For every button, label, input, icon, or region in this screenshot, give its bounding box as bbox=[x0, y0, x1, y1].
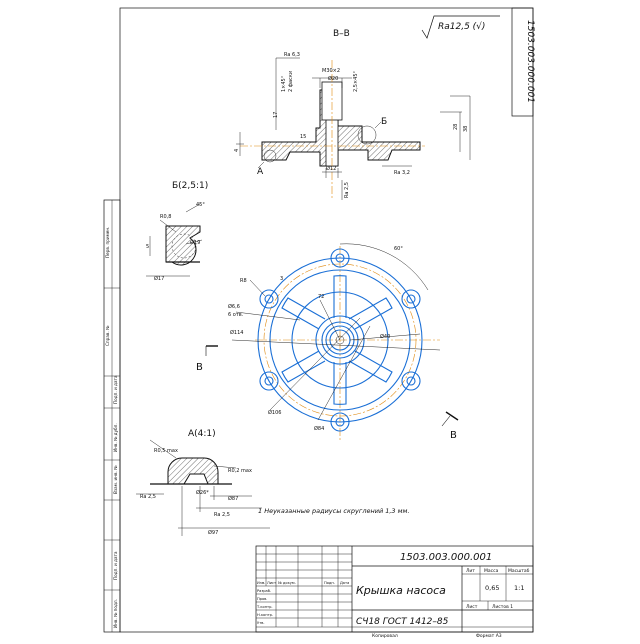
section-arrow-left: В bbox=[196, 345, 218, 373]
detail-a-view: R0,5 max R0,2 max Ra 2,5 Ø26* Ø87 Ra 2,5… bbox=[136, 439, 270, 536]
detail-b-w5: 5 bbox=[146, 244, 149, 250]
side-label-1: Перв. примен. bbox=[105, 227, 110, 258]
tb-mass: 0,65 bbox=[485, 584, 499, 592]
tb-lit-header: Лит bbox=[466, 568, 475, 574]
dim-d20: Ø20 bbox=[328, 75, 338, 82]
tb-row-sign: Подп. bbox=[324, 581, 335, 585]
dim-ra63: Ra 6,3 bbox=[284, 52, 300, 58]
side-label-7: Инв. № подл. bbox=[113, 599, 118, 628]
tb-copied: Копировал bbox=[372, 633, 398, 639]
title-block: 1503.003.000.001 Крышка насоса СЧ18 ГОСТ… bbox=[255, 545, 534, 639]
tb-row-date: Дата bbox=[340, 581, 349, 585]
tb-name: Крышка насоса bbox=[356, 584, 446, 597]
detail-a-a: R0,5 max bbox=[154, 448, 178, 454]
detail-a-ra2: Ra 2,5 bbox=[214, 512, 230, 518]
detail-a-d: Ø26* bbox=[196, 489, 209, 496]
plan-d114: Ø114 bbox=[230, 329, 243, 336]
side-label-6: Подп. и дата bbox=[113, 551, 118, 580]
dim-d12: Ø12 bbox=[326, 165, 336, 172]
tb-sheets: Листов 1 bbox=[492, 604, 513, 610]
detail-b-d19: Ø19 bbox=[190, 239, 200, 246]
detail-b-r08: R0,8 bbox=[160, 214, 171, 220]
plan-lugs bbox=[259, 248, 421, 432]
plan-r8: R8 bbox=[240, 278, 247, 284]
detail-b-label: Б(2,5:1) bbox=[172, 181, 208, 191]
plan-d84: Ø84 bbox=[314, 425, 324, 432]
detail-b-view: R0,8 45° 5 Ø19 Ø17 bbox=[146, 202, 205, 282]
dim-depth: 2 фаски bbox=[288, 71, 294, 92]
dim-chamfer1: 1×45° bbox=[281, 75, 287, 92]
plan-holes-count: 6 отв. bbox=[228, 312, 244, 318]
plan-d40: Ø40 bbox=[380, 333, 390, 340]
tb-scale: 1:1 bbox=[514, 584, 524, 592]
dim-h28: 28 bbox=[453, 124, 459, 130]
section-hatch-flange bbox=[261, 89, 421, 167]
plan-angle60: 60° bbox=[394, 246, 403, 252]
section-detail-b-ring bbox=[357, 125, 377, 145]
tb-role-5: Утв. bbox=[257, 621, 265, 625]
tb-role-4: Н.контр. bbox=[257, 613, 273, 617]
general-note: 1 Неуказанные радиусы скруглений 1,3 мм. bbox=[258, 507, 410, 515]
detail-a-ra: Ra 2,5 bbox=[140, 494, 156, 500]
dim-m30: M30×2 bbox=[322, 68, 340, 74]
detail-a-label: А(4:1) bbox=[188, 429, 216, 439]
side-strip-labels: Перв. примен. Справ. № Подп. и дата Инв.… bbox=[105, 227, 118, 628]
side-label-4: Инв. № дубл. bbox=[113, 423, 118, 452]
section-mark-b: Б bbox=[381, 117, 387, 127]
tb-format: Формат А3 bbox=[476, 633, 502, 639]
section-view: Б А Ra 6,3 M30×2 Ø20 1×45° 2 фаски 2,5×4… bbox=[234, 52, 471, 200]
dim-r5: 15 bbox=[300, 134, 306, 140]
dim-h4: 4 bbox=[234, 149, 240, 152]
detail-a-b: R0,2 max bbox=[228, 468, 252, 474]
plan-r72: 72 bbox=[318, 294, 324, 300]
side-label-3: Подп. и дата bbox=[113, 375, 118, 404]
detail-a-e: Ø87 bbox=[228, 495, 238, 502]
plan-view: 60° R8 3 Ø6,6 6 отв. Ø114 72 Ø40 Ø106 Ø8… bbox=[196, 243, 459, 441]
section-arrow-right: В bbox=[441, 411, 459, 441]
section-mark-a: А bbox=[257, 167, 264, 177]
tb-mass-header: Масса bbox=[484, 568, 499, 574]
arrow-right-label: В bbox=[450, 430, 457, 441]
side-label-5: Взам. инв. № bbox=[113, 465, 118, 494]
plan-holes: Ø6,6 bbox=[228, 303, 240, 310]
dim-chamfer2: 2,5×45° bbox=[353, 70, 359, 92]
tb-role-2: Пров. bbox=[257, 597, 267, 601]
tb-material: СЧ18 ГОСТ 1412–85 bbox=[356, 617, 449, 627]
section-detail-a-ring bbox=[263, 149, 277, 163]
tb-row-izm: Изм. bbox=[257, 581, 265, 585]
dim-ra32: Ra 3,2 bbox=[394, 170, 410, 176]
arrow-left-label: В bbox=[196, 362, 203, 373]
tb-scale-header: Масштаб bbox=[508, 568, 530, 574]
section-label: В–В bbox=[333, 29, 350, 39]
tb-code: 1503.003.000.001 bbox=[400, 552, 492, 563]
tb-row-doc: № докум. bbox=[278, 581, 296, 585]
tb-role-3: Т.контр. bbox=[256, 605, 273, 609]
plan-d106: Ø106 bbox=[268, 409, 281, 416]
plan-n3: 3 bbox=[280, 276, 283, 282]
detail-a-f: Ø97 bbox=[208, 529, 218, 536]
tb-role-1: Разраб. bbox=[257, 589, 271, 593]
detail-b-angle: 45° bbox=[196, 202, 205, 208]
detail-b-d17: Ø17 bbox=[154, 275, 164, 282]
dim-h38: 38 bbox=[463, 126, 469, 132]
plan-outer bbox=[257, 257, 423, 423]
section-bore-upper bbox=[321, 81, 343, 121]
dim-ra25: Ra 2,5 bbox=[344, 182, 350, 198]
side-strip-cells bbox=[104, 287, 120, 591]
side-label-2: Справ. № bbox=[105, 325, 110, 346]
roughness-symbol: Ra12,5 (√) bbox=[421, 15, 500, 39]
code-box bbox=[511, 7, 534, 117]
tb-row-list: Лист bbox=[267, 581, 276, 585]
roughness-text: Ra12,5 (√) bbox=[438, 21, 485, 32]
code-box-text: 1503.003.000.001 bbox=[525, 20, 535, 103]
dim-h17: 17 bbox=[273, 112, 279, 118]
plan-ribs bbox=[281, 275, 393, 405]
tb-sheet: Лист bbox=[466, 604, 478, 610]
